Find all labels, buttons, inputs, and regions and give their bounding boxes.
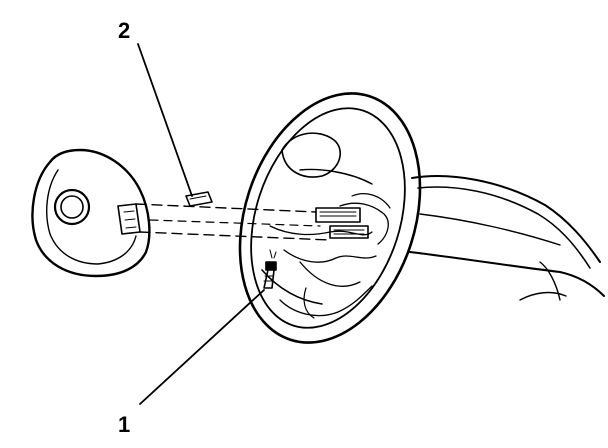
- steering-wheel: [238, 92, 422, 344]
- connector-boss: [185, 191, 213, 207]
- leader-line-2: [137, 43, 193, 197]
- airbag-module: [31, 148, 151, 278]
- leader-lines: [137, 43, 265, 405]
- fastener-bolt: [263, 249, 277, 289]
- alignment-lines: [135, 203, 331, 241]
- callout-label-1: 1: [118, 412, 130, 437]
- dashboard-outline: [409, 175, 605, 301]
- callout-label-2: 2: [118, 18, 130, 43]
- leader-line-1: [139, 289, 265, 405]
- wheel-hub-connectors: [315, 207, 369, 239]
